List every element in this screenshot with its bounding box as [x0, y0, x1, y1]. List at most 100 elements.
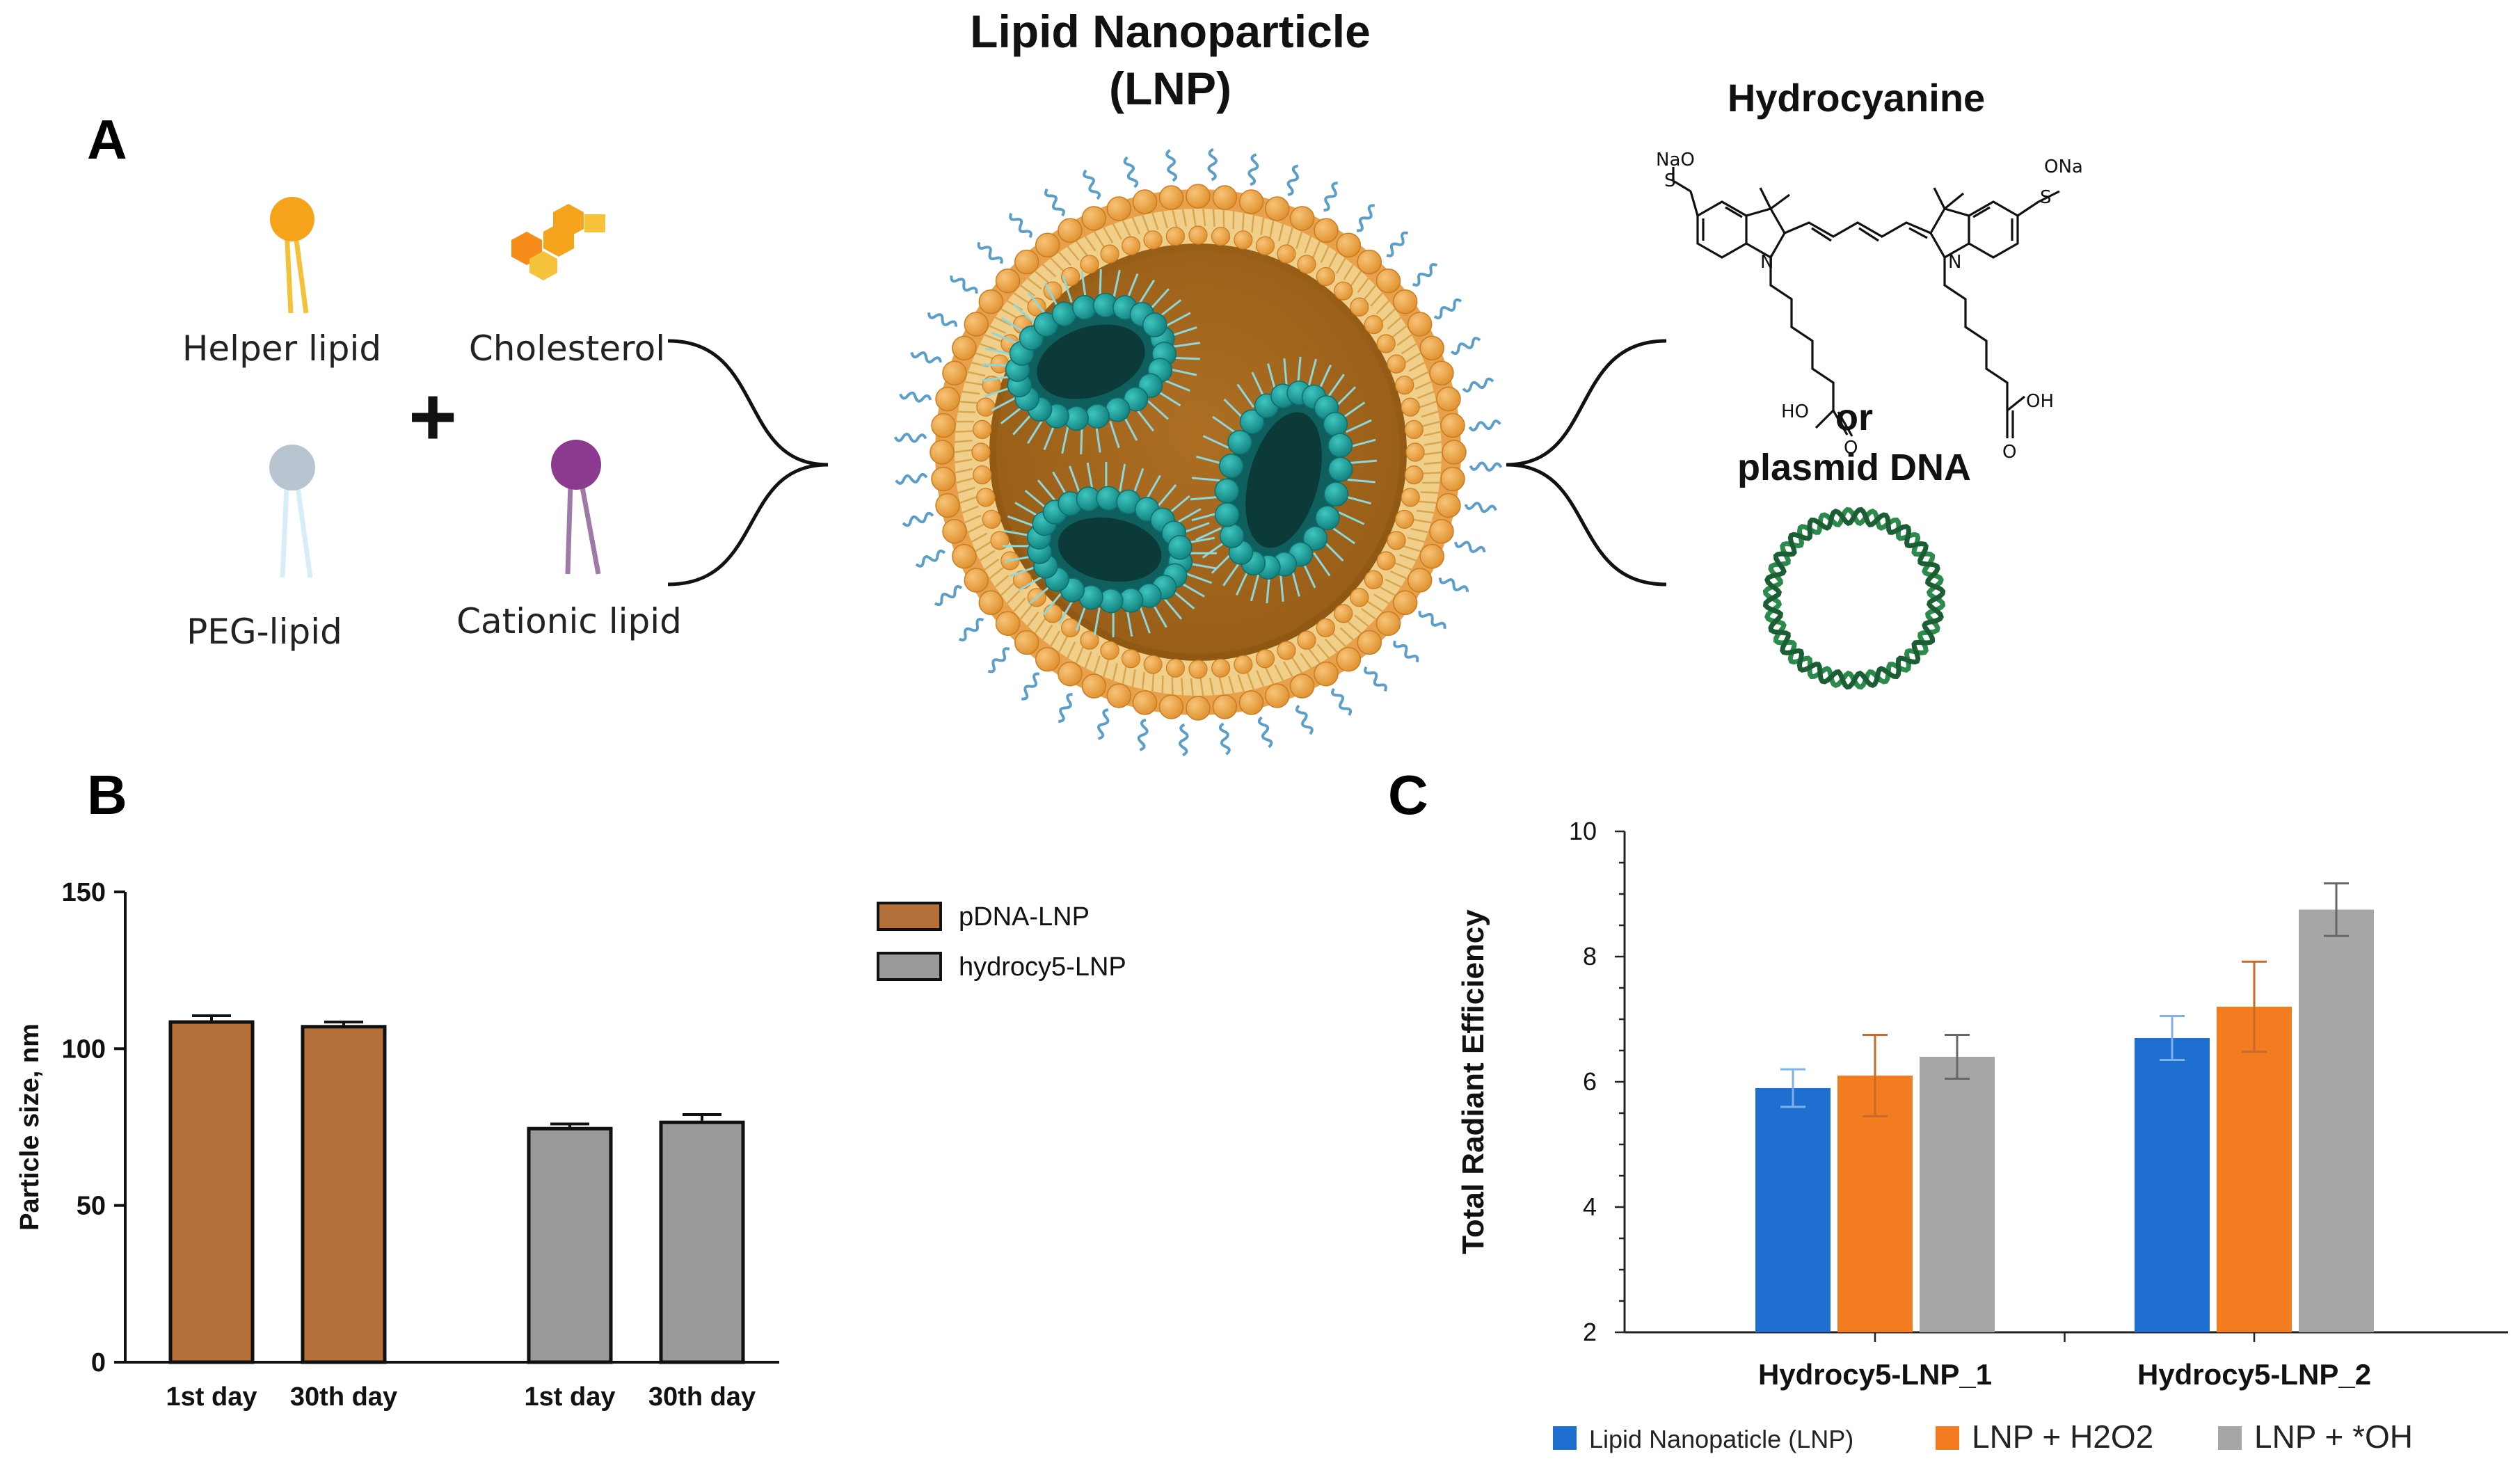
lipid-head — [1061, 266, 1080, 287]
lipid-head — [935, 386, 960, 412]
lipid-tail — [1403, 545, 1421, 552]
lipid-head — [1350, 297, 1369, 317]
chem-o-left: O — [1844, 438, 1858, 458]
lipid-tail — [1417, 390, 1435, 399]
lipid-tail — [1050, 630, 1061, 647]
panel-c-letter: C — [1388, 764, 1428, 826]
peg-chain — [1207, 147, 1218, 182]
lipid-head — [1376, 334, 1396, 353]
lipid-head — [964, 568, 989, 593]
lipid-head — [978, 289, 1004, 314]
chem-s-left: S — [1664, 170, 1676, 191]
micelle-tail — [1172, 356, 1200, 360]
micelle-tail — [1151, 602, 1167, 628]
micelle-tail — [1138, 279, 1156, 305]
chart-b-bar — [659, 1120, 745, 1364]
lipid-head — [1121, 649, 1141, 669]
chart-c-y-axis-label: Total Radiant Efficiency — [1456, 909, 1490, 1254]
micelle-head — [1302, 526, 1328, 551]
micelle-head — [1142, 312, 1167, 337]
peg-chain — [987, 647, 1010, 673]
chart-b-legend-label: hydrocy5-LNP — [959, 952, 1126, 982]
lipid-tail — [1364, 285, 1377, 300]
peg-chain — [1433, 298, 1462, 319]
micelle-tail — [1126, 609, 1133, 637]
micelle-tail — [1176, 508, 1202, 524]
micelle-tail — [1302, 561, 1316, 589]
micelle-tail — [1189, 552, 1218, 554]
cationic-lipid-icon — [551, 440, 601, 575]
chart-b-bar — [301, 1025, 387, 1364]
micelle-tail — [1069, 465, 1080, 493]
lipid-head — [1121, 236, 1141, 255]
lipid-head — [976, 488, 996, 507]
lipid-head — [1375, 611, 1401, 636]
lipid-head — [931, 466, 956, 492]
lipid-head — [1376, 551, 1396, 570]
micelle-tail — [1004, 555, 1032, 563]
peg-chain — [1218, 722, 1231, 756]
micelle-tail — [1139, 606, 1151, 634]
micelle-tail — [1165, 312, 1191, 327]
micelle-tail — [1223, 398, 1245, 420]
lipid-tail — [1256, 670, 1265, 687]
micelle-tail — [1029, 584, 1052, 605]
lipid-tail — [1339, 627, 1354, 641]
lipid-head — [1143, 655, 1163, 674]
lipid-tail — [1122, 220, 1131, 237]
lipid-tail — [968, 371, 986, 377]
micelle-tail — [1251, 372, 1266, 399]
lipid-tail — [1416, 509, 1435, 514]
lipid-tail — [1222, 209, 1225, 228]
lipid-head — [1357, 249, 1382, 275]
chart-b-bar — [527, 1126, 613, 1364]
lipid-head — [1440, 413, 1465, 438]
chart-c-bar — [2135, 1038, 2210, 1332]
lipid-tail — [1407, 536, 1425, 543]
lipid-tail — [1000, 308, 1017, 319]
lipid-head — [1255, 236, 1275, 255]
lipid-tail — [1181, 678, 1184, 696]
lipid-tail — [1419, 500, 1437, 504]
lnp-particle-illustration — [893, 147, 1503, 757]
lipid-head — [1364, 570, 1384, 589]
lipid-tail — [1269, 220, 1275, 239]
micelle-head — [1323, 481, 1349, 506]
lipid-tail — [1190, 678, 1194, 696]
micelle-tail — [1026, 419, 1044, 445]
lipid-tail — [1020, 285, 1036, 297]
micelle-tail — [1327, 374, 1345, 398]
lipid-tail — [1423, 472, 1441, 474]
lipid-head — [976, 397, 996, 417]
lipid-tail — [975, 541, 991, 552]
chart-c-bar — [1920, 1057, 1995, 1332]
peg-chain — [1469, 461, 1503, 472]
lipid-tail — [1058, 251, 1072, 266]
chart-b-bar — [168, 1020, 255, 1364]
peg-chain — [977, 241, 1003, 264]
lipid-head — [1035, 232, 1060, 258]
peg-chain — [1137, 718, 1149, 751]
chart-b-x-tick-label: 30th day — [290, 1382, 397, 1412]
peg-chain — [934, 585, 963, 606]
lipid-tail — [1335, 257, 1346, 274]
lipid-tail — [955, 430, 973, 433]
lipid-head — [1106, 196, 1132, 221]
chart-c-y-tick-label: 2 — [1583, 1318, 1597, 1346]
micelle-tail — [1163, 597, 1183, 620]
micelle-tail — [1037, 479, 1057, 502]
chart-c-y-tick-label: 6 — [1583, 1067, 1597, 1096]
chem-s-right: S — [2040, 187, 2052, 208]
chem-ho: HO — [1781, 401, 1809, 422]
lipid-tail — [1367, 600, 1383, 612]
micelle-tail — [1196, 455, 1224, 465]
lipid-head — [973, 465, 992, 485]
lipid-tail — [1013, 292, 1029, 304]
lipid-tail — [1265, 667, 1275, 685]
lipid-tail — [955, 439, 973, 443]
micelle-tail — [1145, 474, 1161, 500]
lipid-tail — [967, 523, 984, 534]
lipid-tail — [971, 361, 989, 368]
